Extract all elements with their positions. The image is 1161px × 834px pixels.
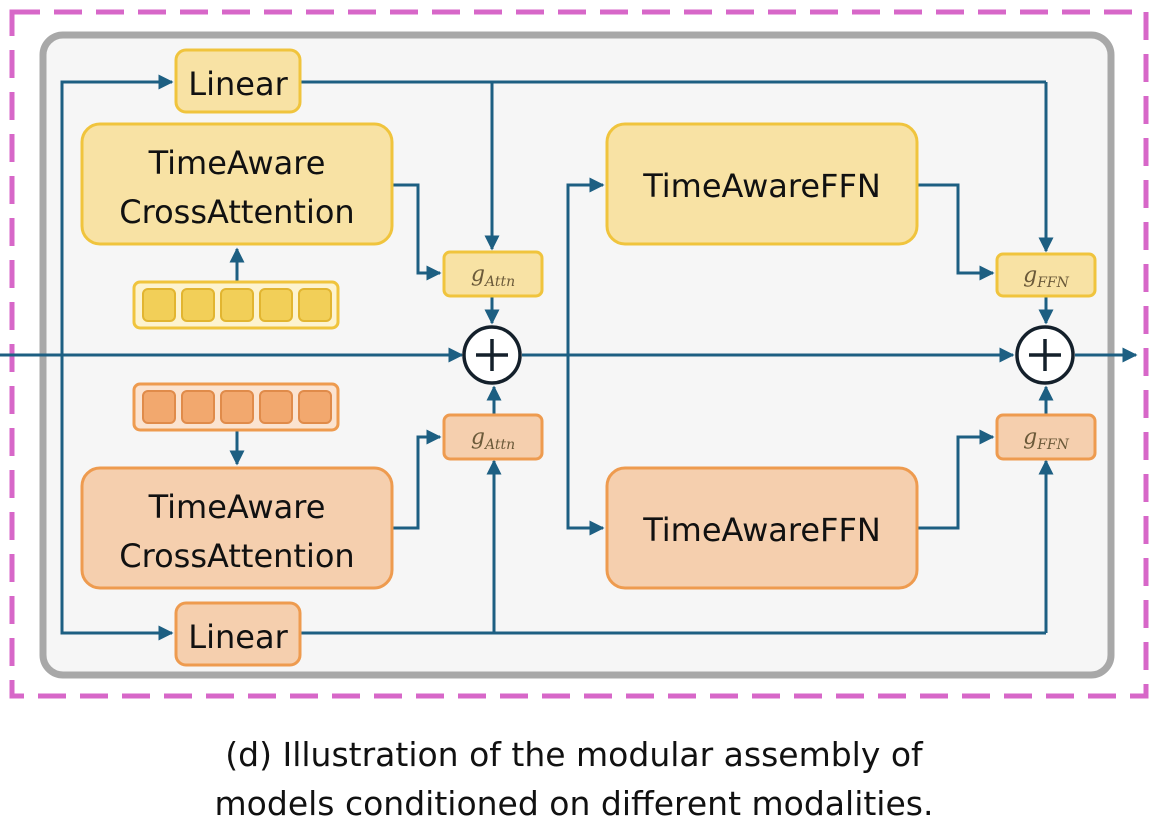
svg-text:gFFN: gFFN bbox=[1023, 425, 1070, 453]
gate-attn-top-sub: Attn bbox=[483, 274, 515, 290]
gate-attn-top: gAttn bbox=[442, 250, 544, 298]
svg-text:gAttn: gAttn bbox=[471, 262, 515, 290]
linear-top-input-wire bbox=[60, 74, 174, 355]
linear-bottom-input-wire bbox=[60, 355, 174, 641]
token bbox=[220, 288, 254, 322]
token bbox=[220, 390, 254, 424]
attn-top-to-gate bbox=[392, 183, 442, 281]
token bbox=[181, 390, 215, 424]
cross-attention-bottom-label-1: TimeAware bbox=[148, 488, 326, 526]
attn-bottom-to-gate bbox=[392, 429, 442, 530]
gate-attn-bottom: gAttn bbox=[442, 413, 544, 461]
gate-ffn-top: gFFN bbox=[995, 252, 1097, 298]
token bbox=[298, 390, 332, 424]
ffn-bottom-label: TimeAwareFFN bbox=[642, 511, 881, 549]
ffn-top-to-gate bbox=[918, 183, 995, 281]
cross-attention-bottom-label-2: CrossAttention bbox=[119, 537, 354, 575]
gate-attn-bottom-base: g bbox=[471, 425, 485, 450]
linear-bottom-label: Linear bbox=[188, 618, 288, 656]
svg-text:gFFN: gFFN bbox=[1023, 263, 1070, 291]
linear-top-block: Linear bbox=[174, 48, 302, 114]
ffn-bottom-block: TimeAwareFFN bbox=[605, 466, 919, 590]
caption-line-2: models conditioned on different modaliti… bbox=[215, 784, 934, 823]
sum-to-ffn-top bbox=[566, 177, 605, 355]
cross-attention-bottom-block: TimeAware CrossAttention bbox=[80, 466, 394, 590]
ffn-top-label: TimeAwareFFN bbox=[642, 167, 881, 205]
sum-node-attn bbox=[462, 325, 522, 385]
gate-ffn-top-sub: FFN bbox=[1036, 275, 1069, 291]
gate-attn-bottom-sub: Attn bbox=[483, 437, 515, 453]
token bbox=[142, 288, 176, 322]
gate-ffn-bottom: gFFN bbox=[995, 413, 1097, 461]
token bbox=[181, 288, 215, 322]
gate-ffn-bottom-base: g bbox=[1023, 425, 1037, 450]
connection-wires bbox=[0, 74, 1138, 641]
token bbox=[142, 390, 176, 424]
cross-attention-top-label-1: TimeAware bbox=[148, 144, 326, 182]
sum-to-ffn-bottom bbox=[566, 355, 605, 536]
svg-text:gAttn: gAttn bbox=[471, 425, 515, 453]
cross-attention-top-block: TimeAware CrossAttention bbox=[80, 122, 394, 246]
gate-ffn-bottom-sub: FFN bbox=[1036, 437, 1069, 453]
linear-bottom-block: Linear bbox=[174, 601, 302, 667]
sum-node-ffn bbox=[1015, 325, 1075, 385]
token bbox=[259, 390, 293, 424]
caption-line-1: (d) Illustration of the modular assembly… bbox=[225, 735, 924, 774]
token bbox=[298, 288, 332, 322]
gate-ffn-top-base: g bbox=[1023, 263, 1037, 288]
token-sequence-bottom bbox=[132, 382, 340, 432]
gate-attn-top-base: g bbox=[471, 262, 485, 287]
cross-attention-top-label-2: CrossAttention bbox=[119, 193, 354, 231]
ffn-top-block: TimeAwareFFN bbox=[605, 122, 919, 246]
token-sequence-top bbox=[132, 280, 340, 330]
token bbox=[259, 288, 293, 322]
linear-top-label: Linear bbox=[188, 65, 288, 103]
ffn-bottom-to-gate bbox=[918, 429, 995, 530]
